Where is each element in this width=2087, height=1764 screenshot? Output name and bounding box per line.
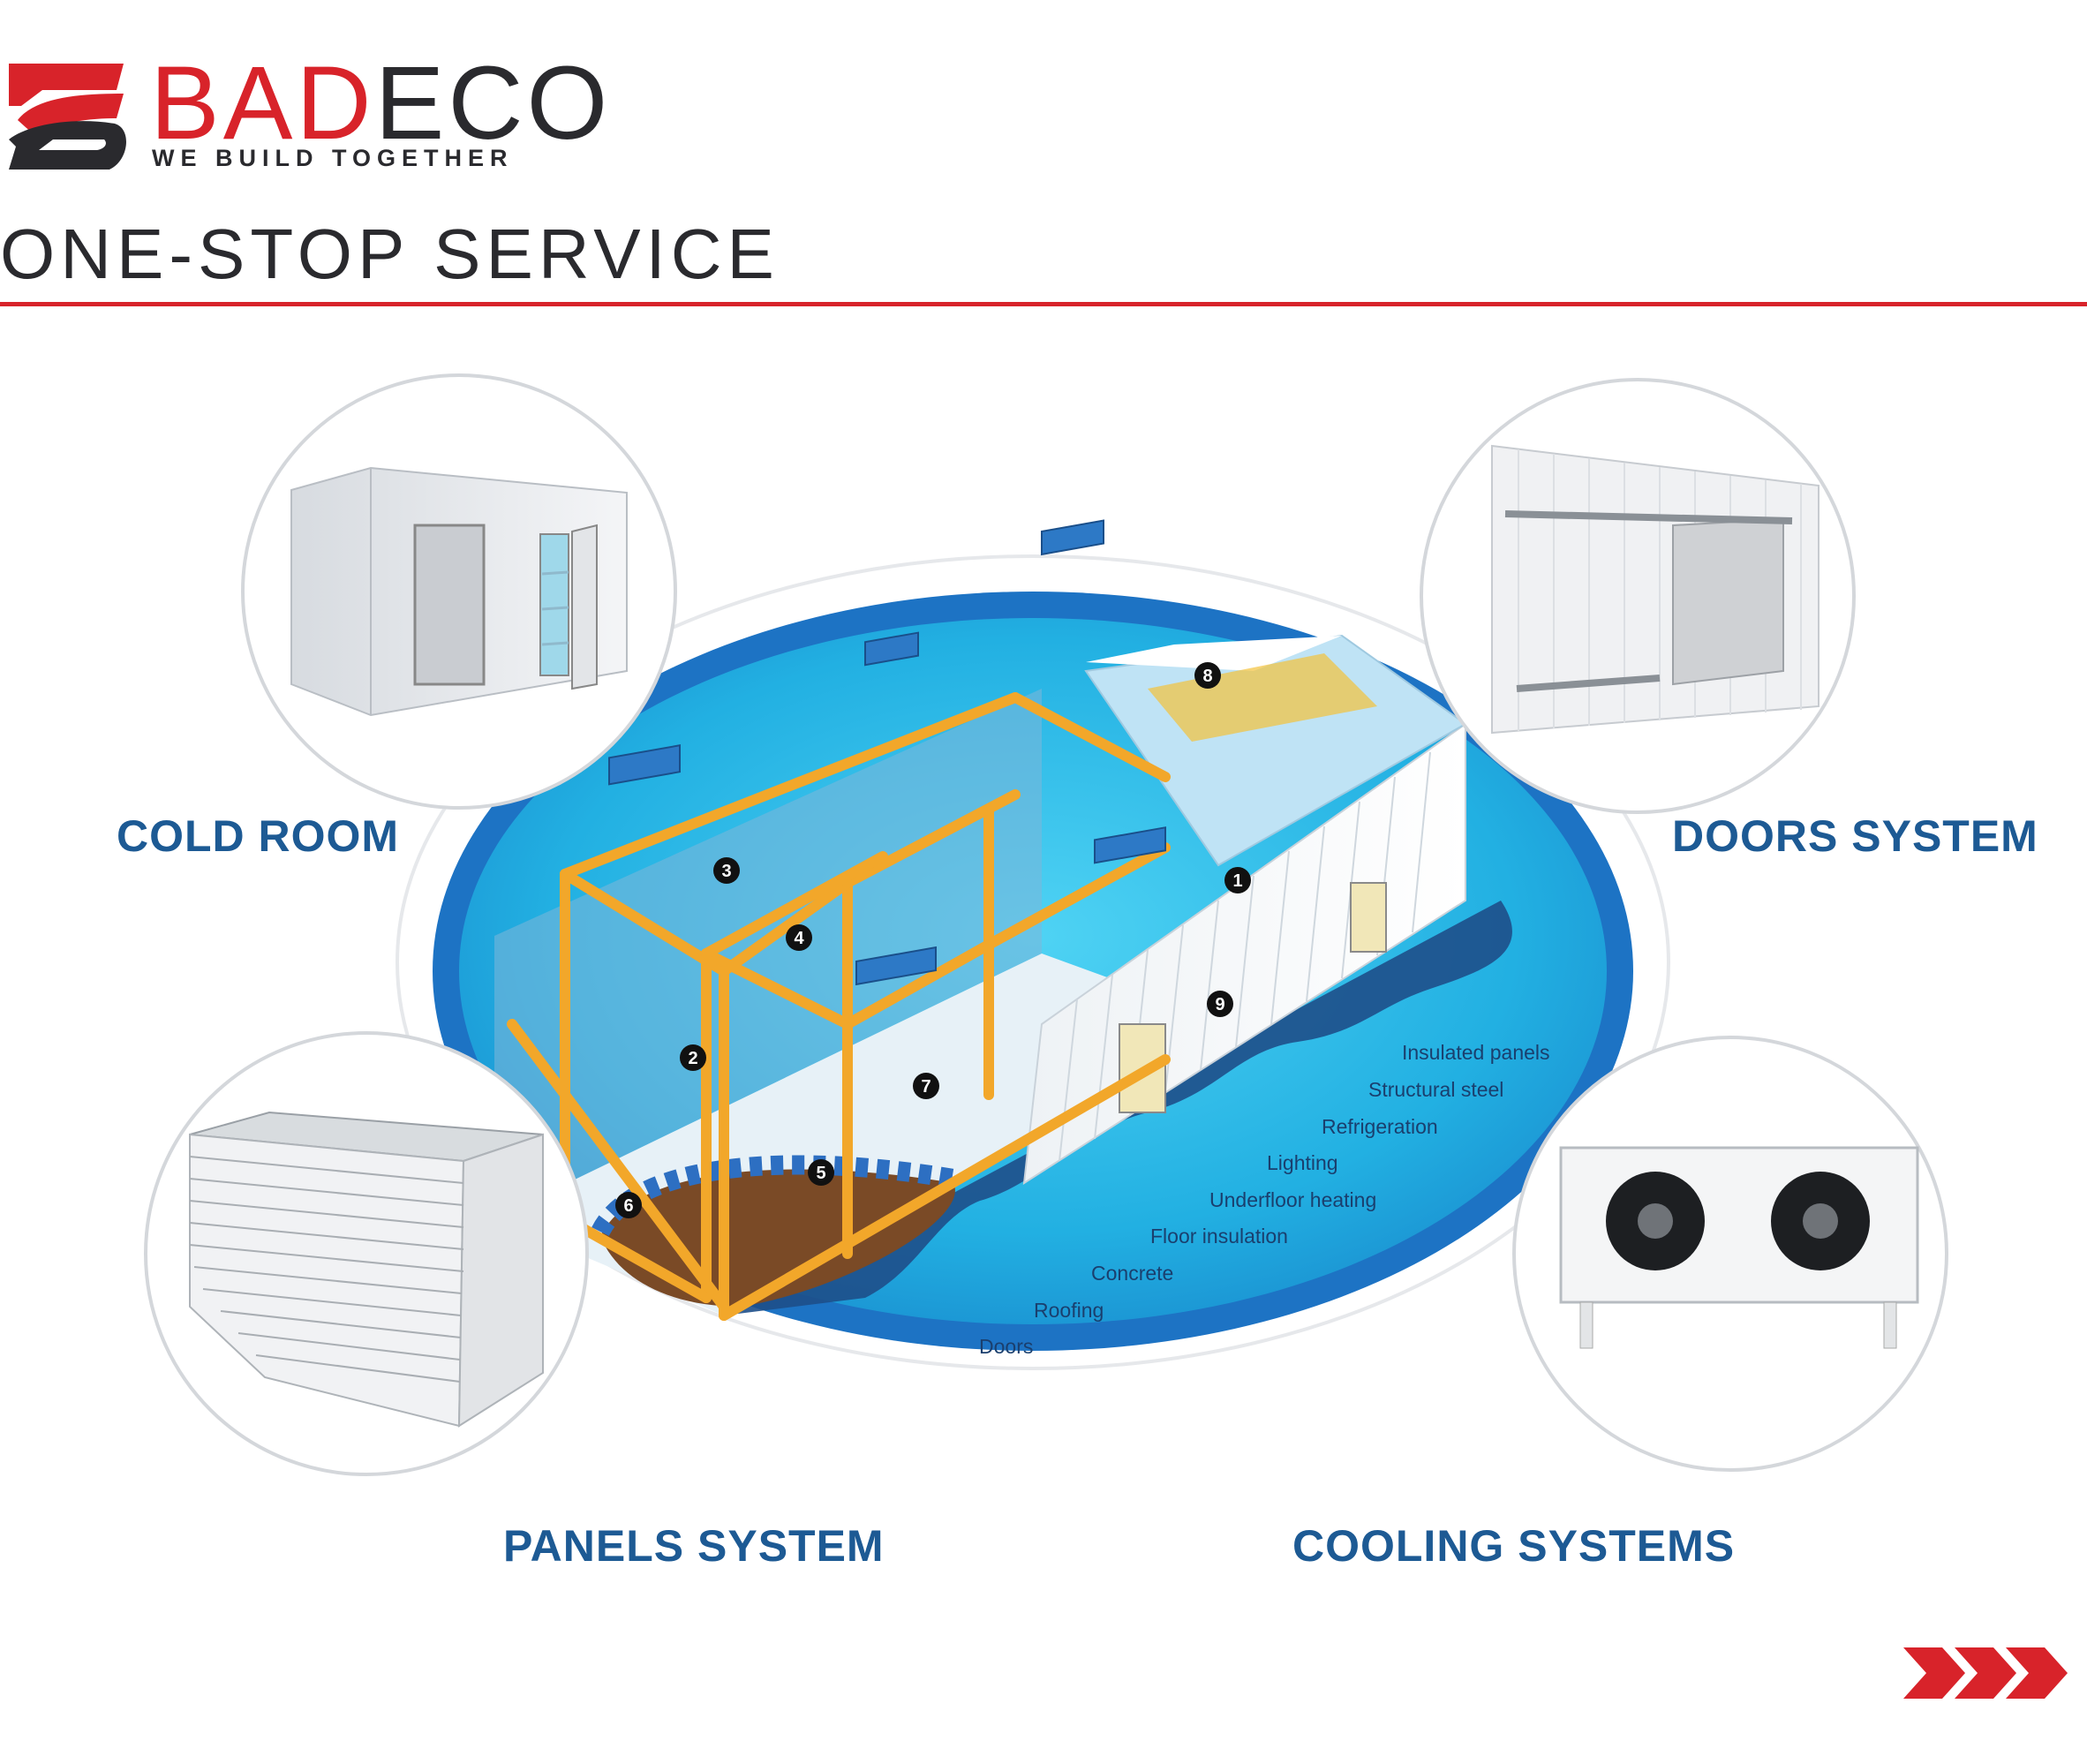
callout-1: 1 [1224,867,1251,893]
callout-7: 7 [913,1073,939,1099]
legend-item: Structural steel [1368,1078,1503,1101]
one-stop-service-diagram: 1 2 3 4 5 6 7 8 9 Insulated panels Struc… [144,373,1948,1476]
title-divider [0,302,2087,306]
svg-text:3: 3 [721,862,731,881]
service-label-cold-room: COLD ROOM [117,811,400,861]
svg-text:8: 8 [1202,667,1212,686]
soil-pit [600,1169,955,1307]
callout-3: 3 [713,857,740,884]
wall-door-2 [1350,882,1387,953]
triple-chevron-right-icon[interactable] [1898,1642,2075,1704]
doors-system-photo [1420,378,1856,814]
cold-room-photo [241,373,677,810]
legend-item: Concrete [1091,1262,1173,1285]
brand-tagline: WE BUILD TOGETHER [152,145,514,171]
evaporator-unit-5 [1094,826,1166,864]
evaporator-unit-1 [608,744,681,786]
brand-name: BADECO [150,51,611,155]
service-label-panels-system: PANELS SYSTEM [503,1521,885,1571]
svg-text:1: 1 [1232,871,1242,891]
callout-9: 9 [1207,991,1233,1017]
callout-2: 2 [680,1044,706,1071]
roof-top [1086,636,1342,671]
legend-item: Underfloor heating [1209,1188,1376,1211]
callout-markers: 1 2 3 4 5 6 7 8 9 [615,662,1251,1218]
component-legend: Insulated panels Structural steel Refrig… [979,1041,1550,1358]
callout-8: 8 [1194,662,1221,689]
legend-item: Refrigeration [1322,1115,1438,1138]
legend-item: Roofing [1034,1299,1104,1322]
legend-item: Doors [979,1335,1033,1358]
svg-text:5: 5 [816,1164,825,1183]
service-label-cooling-systems: COOLING SYSTEMS [1292,1521,1736,1571]
legend-item: Lighting [1267,1151,1338,1174]
svg-text:2: 2 [688,1049,697,1068]
roof-insulation [1148,653,1377,742]
legend-item: Insulated panels [1402,1041,1550,1064]
evaporator-unit-4 [855,946,937,986]
brand-name-part-red: BAD [150,45,375,162]
legend-item: Floor insulation [1150,1225,1288,1248]
page-title: ONE-STOP SERVICE [0,215,780,293]
svg-text:6: 6 [623,1196,633,1216]
svg-text:9: 9 [1215,995,1224,1014]
svg-text:7: 7 [921,1077,930,1097]
outer-ring [396,554,1670,1370]
callout-4: 4 [786,924,812,951]
panels-system-photo [144,1031,589,1476]
evaporator-unit-2 [864,631,919,667]
brand-name-part-dark: ECO [374,45,612,162]
evaporator-unit-3 [1041,519,1104,556]
callout-6: 6 [615,1192,642,1218]
service-label-doors-system: DOORS SYSTEM [1672,811,2038,861]
interior-wall-left [494,689,1042,1218]
callout-5: 5 [808,1159,834,1186]
svg-text:4: 4 [794,929,804,948]
badeco-logo-icon[interactable] [0,55,132,178]
cooling-systems-photo [1512,1036,1948,1472]
